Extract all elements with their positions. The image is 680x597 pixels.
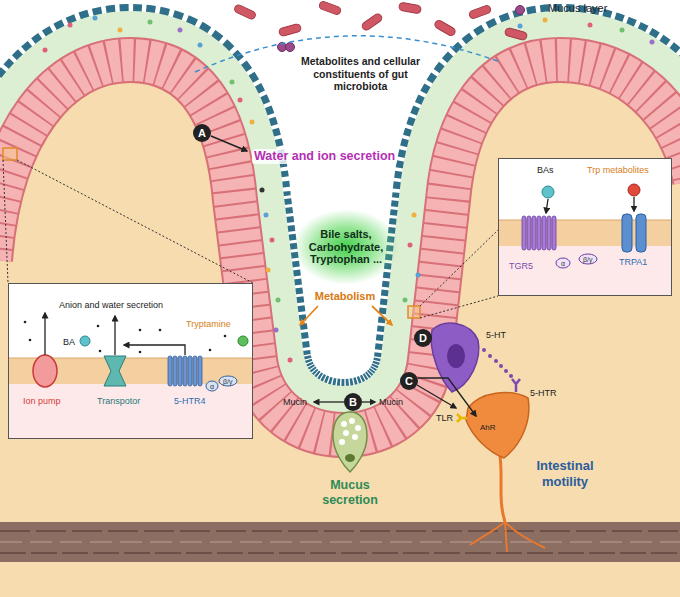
inset-text: Anion and water secretion (59, 300, 163, 310)
callout-letter: D (419, 332, 427, 345)
muscle-layer (0, 522, 680, 562)
inset-text: TRPA1 (619, 257, 647, 267)
metabolism-arrow (372, 306, 392, 325)
callout-letter: C (405, 375, 413, 388)
inset-text: 5-HTR4 (174, 396, 206, 406)
nutrient-text: Bile salts, Carbohydrate, Tryptophan ... (300, 228, 392, 266)
layer-label: Mucus layer (548, 2, 607, 15)
process-label: Intestinal motility (515, 458, 615, 489)
bacteria (233, 0, 527, 51)
molecule-label: Mucin (283, 397, 307, 408)
secretion-arrow (211, 136, 247, 151)
lamina-propria (0, 60, 680, 597)
inset-text: α (210, 383, 214, 391)
epithelial-cells (0, 60, 680, 435)
inset-illustration-right (498, 158, 672, 296)
inset-text: Trp metabolites (587, 165, 649, 175)
receptor-label: TLR (436, 413, 453, 424)
epithelium (0, 60, 680, 435)
callout-circle: C (400, 372, 418, 390)
receptor-label: 5-HTR (530, 388, 557, 399)
inset-box: Anion and water secretionBA TryptamineIon… (8, 283, 253, 439)
signal-arrow (418, 378, 476, 416)
process-label: Water and ion secretion (252, 149, 397, 164)
serotonin-dots (482, 348, 513, 378)
enteric-neuron (457, 379, 545, 552)
molecule-label: Mucin (379, 397, 403, 408)
inset-text: BAs (537, 165, 554, 175)
mucus-layer (0, 60, 680, 435)
inset-text: TGR5 (509, 261, 533, 271)
zoom-line (17, 160, 253, 283)
zoom-line (420, 230, 498, 306)
callout-circle: A (193, 124, 211, 142)
inset-text: BA (63, 337, 75, 347)
microbiota-label: Metabolites and cellular constituents of… (298, 55, 423, 93)
molecule-label: 5-HT (486, 330, 506, 341)
inset-text: Tryptamine (186, 319, 231, 329)
mucin-arrow (362, 401, 375, 402)
callout-circle: D (414, 329, 432, 347)
inset-text: Ion pump (23, 396, 61, 406)
receptor-label: AhR (480, 423, 496, 433)
callout-letter: A (198, 127, 206, 140)
nutrient-glow: Bile salts, Carbohydrate, Tryptophan ... (294, 210, 398, 284)
inset-illustration-left (8, 283, 253, 439)
zoom-line (420, 296, 498, 318)
enteroendocrine-cell (431, 323, 479, 392)
zoom-square (3, 148, 17, 160)
process-label: Metabolism (305, 290, 385, 303)
goblet-cell (333, 412, 367, 472)
inset-text: β/γ (223, 378, 232, 386)
zoom-line (3, 160, 8, 283)
inset-text: Transpotor (97, 396, 140, 406)
inset-box: BAs Trp metabolitesTGR5 TRPA1 α β/γ (498, 158, 672, 296)
signal-arrow (417, 385, 456, 408)
metabolism-arrow (300, 306, 318, 325)
inset-text: α (561, 260, 565, 268)
callout-circle: B (344, 393, 362, 411)
callout-letter: B (349, 396, 357, 409)
inset-text: β/γ (583, 256, 592, 264)
zoom-square (408, 306, 420, 318)
process-label: Mucus secretion (312, 478, 388, 508)
mucin-arrow (314, 401, 344, 402)
